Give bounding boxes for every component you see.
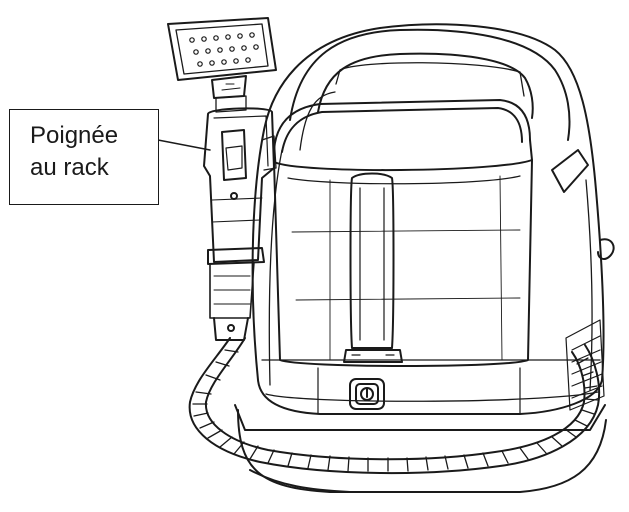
- rack-handle-callout: Poignée au rack: [9, 109, 159, 205]
- callout-label-line1: Poignée: [30, 122, 119, 149]
- main-body: [251, 23, 605, 415]
- carry-handle: [289, 28, 571, 151]
- rack-handle: [203, 107, 277, 341]
- side-vent: [565, 319, 605, 411]
- callout-label-line2: au rack: [30, 154, 109, 181]
- side-clip: [551, 149, 615, 260]
- power-button-icon: [349, 378, 385, 410]
- callout-leader-line: [157, 139, 211, 151]
- water-tank: [273, 99, 533, 367]
- spot-cleaning-tool: [167, 17, 277, 113]
- brush-tool-icon: [189, 32, 259, 67]
- base: [234, 404, 607, 493]
- hose: [188, 337, 601, 475]
- tank-latch: [343, 172, 403, 363]
